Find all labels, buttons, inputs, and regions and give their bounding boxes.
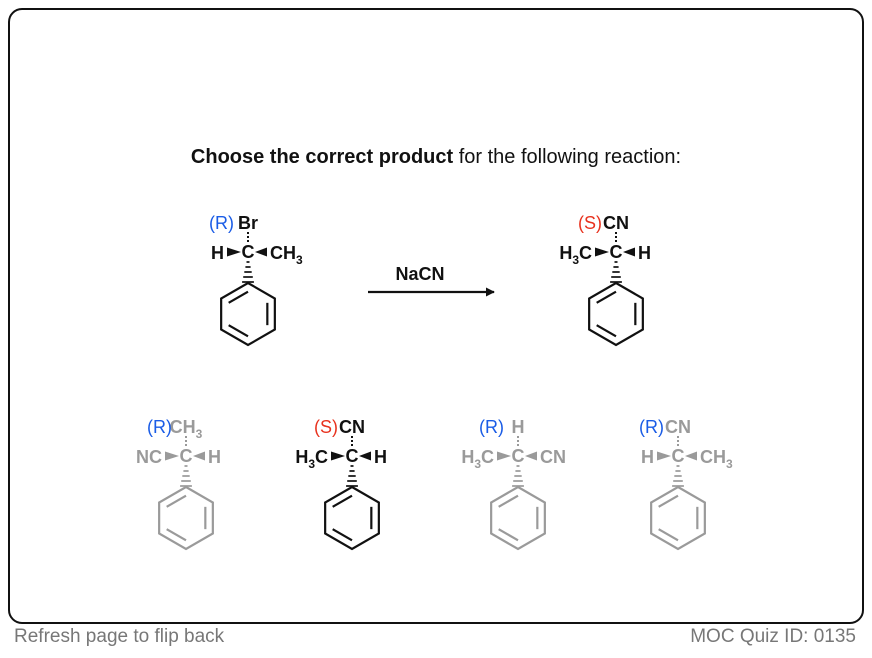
carbon-label: C <box>672 446 685 466</box>
configuration-label: (R) <box>479 417 504 437</box>
configuration-label: (S) <box>314 417 338 437</box>
configuration-label: (R) <box>639 417 664 437</box>
right-substituent: H <box>208 447 221 467</box>
question-rest: for the following reaction: <box>453 146 682 168</box>
left-substituent: H3C <box>461 447 494 471</box>
left-substituent: H3C <box>295 447 328 471</box>
question-text: Choose the correct product for the follo… <box>0 146 872 169</box>
reactant-molecule: C BrH CH3 (R) <box>209 213 303 347</box>
top-substituent: CH3 <box>170 417 203 441</box>
carbon-label: C <box>610 242 623 262</box>
answer-option-2[interactable]: C CN H3C H (S) <box>295 417 387 551</box>
answer-option-4[interactable]: C CN H CH3 (R) <box>639 417 733 551</box>
top-substituent: CN <box>665 417 691 437</box>
top-substituent: CN <box>339 417 365 437</box>
right-substituent: CH3 <box>700 447 733 471</box>
product-molecule: C CN H3C H (S) <box>559 213 651 347</box>
answer-option-3[interactable]: CH H3C CN (R) <box>461 417 566 551</box>
quiz-id: MOC Quiz ID: 0135 <box>690 626 856 647</box>
question-bold: Choose the correct product <box>190 146 454 168</box>
carbon-label: C <box>346 446 359 466</box>
right-substituent: CH3 <box>270 243 303 267</box>
right-substituent: CN <box>540 447 566 467</box>
refresh-hint: Refresh page to flip back <box>14 626 225 647</box>
carbon-label: C <box>242 242 255 262</box>
left-substituent: H <box>641 447 654 467</box>
top-substituent: CN <box>603 213 629 233</box>
configuration-label: (R) <box>147 417 172 437</box>
carbon-label: C <box>512 446 525 466</box>
top-substituent: Br <box>238 213 258 233</box>
carbon-label: C <box>180 446 193 466</box>
right-substituent: H <box>374 447 387 467</box>
reagent-label: NaCN <box>395 264 444 284</box>
top-substituent: H <box>512 417 525 437</box>
left-substituent: H3C <box>559 243 592 267</box>
left-substituent: NC <box>136 447 162 467</box>
reaction-arrow: NaCN <box>368 264 495 297</box>
right-substituent: H <box>638 243 651 263</box>
quiz-card[interactable] <box>8 8 864 624</box>
configuration-label: (R) <box>209 213 234 233</box>
left-substituent: H <box>211 243 224 263</box>
configuration-label: (S) <box>578 213 602 233</box>
